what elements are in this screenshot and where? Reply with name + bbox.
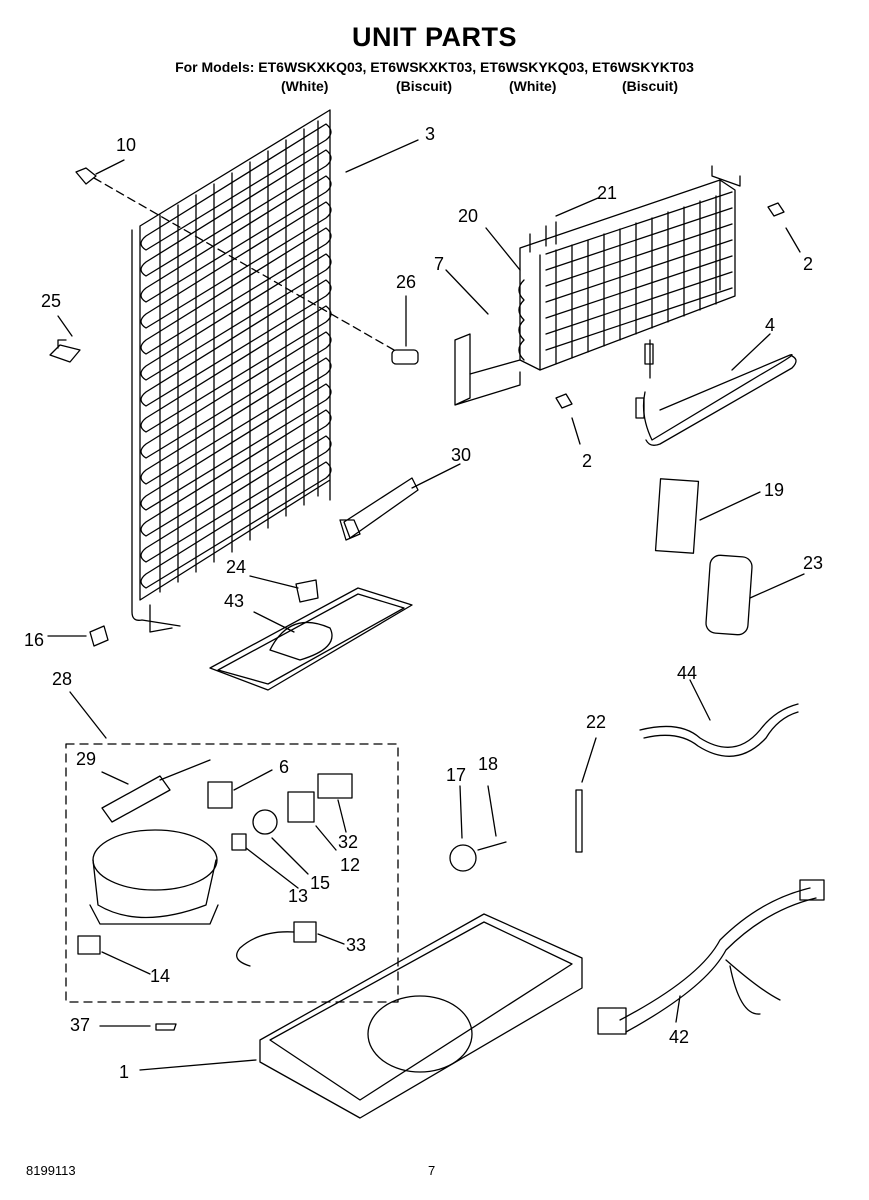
axle-18 <box>477 841 507 851</box>
callout-18: 18 <box>478 754 499 774</box>
starter-15 <box>252 809 278 835</box>
callout-30: 30 <box>451 445 472 465</box>
callout-14: 14 <box>150 966 171 986</box>
defrost-heater <box>635 339 797 446</box>
overload-12 <box>287 791 315 823</box>
callout-23: 23 <box>803 553 824 573</box>
callout-22: 22 <box>586 712 607 732</box>
condenser-coil <box>131 109 332 633</box>
clip-13 <box>231 833 247 851</box>
clip-37 <box>155 1023 177 1031</box>
leader-lines <box>47 139 805 1071</box>
compressor-assembly-box <box>65 743 399 1003</box>
callout-24: 24 <box>226 557 247 577</box>
callout-10: 10 <box>116 135 137 155</box>
callout-21: 21 <box>597 183 618 203</box>
pad-23 <box>705 554 753 636</box>
callout-26: 26 <box>396 272 417 292</box>
callout-29: 29 <box>76 749 97 769</box>
wire-harness <box>597 879 825 1035</box>
screws <box>75 167 785 409</box>
base-pan <box>259 913 583 1119</box>
callout-33: 33 <box>346 935 367 955</box>
callout-12: 12 <box>340 855 361 875</box>
callout-28: 28 <box>52 669 73 689</box>
capacitor-29 <box>101 759 211 823</box>
callout-2-right: 2 <box>803 254 814 274</box>
relay-6 <box>207 781 233 809</box>
callout-32: 32 <box>338 832 359 852</box>
evaporator <box>454 165 741 406</box>
callout-13: 13 <box>288 886 309 906</box>
roller-17 <box>449 844 477 872</box>
callout-3: 3 <box>425 124 436 144</box>
callout-44: 44 <box>677 663 698 683</box>
harness-33 <box>236 921 317 967</box>
bracket-25 <box>49 339 81 363</box>
page-number: 7 <box>428 1163 436 1178</box>
callout-16: 16 <box>24 630 45 650</box>
pad-19 <box>654 478 700 554</box>
callout-17: 17 <box>446 765 467 785</box>
callout-20: 20 <box>458 206 479 226</box>
callout-19: 19 <box>764 480 785 500</box>
color-label-1: (White) <box>281 78 329 94</box>
page-title: UNIT PARTS <box>352 22 517 52</box>
grommet-14 <box>77 935 101 955</box>
callout-15: 15 <box>310 873 331 893</box>
tube-44 <box>639 703 799 757</box>
callout-1: 1 <box>119 1062 130 1082</box>
callout-37: 37 <box>70 1015 91 1035</box>
drain-pan <box>209 579 413 691</box>
callout-6: 6 <box>279 757 290 777</box>
compressor <box>89 829 219 925</box>
color-label-3: (White) <box>509 78 557 94</box>
cable-tie <box>339 477 419 541</box>
color-label-2: (Biscuit) <box>396 78 452 94</box>
callout-43: 43 <box>224 591 245 611</box>
callout-2-mid: 2 <box>582 451 593 471</box>
pin-22 <box>575 789 583 853</box>
models-line: For Models: ET6WSKXKQ03, ET6WSKXKT03, ET… <box>175 59 694 75</box>
callout-25: 25 <box>41 291 62 311</box>
callout-4: 4 <box>765 315 776 335</box>
callout-7: 7 <box>434 254 445 274</box>
color-label-4: (Biscuit) <box>622 78 678 94</box>
relay-32 <box>317 773 353 799</box>
callout-42: 42 <box>669 1027 690 1047</box>
document-number: 8199113 <box>26 1163 76 1178</box>
clip-16 <box>89 625 109 647</box>
